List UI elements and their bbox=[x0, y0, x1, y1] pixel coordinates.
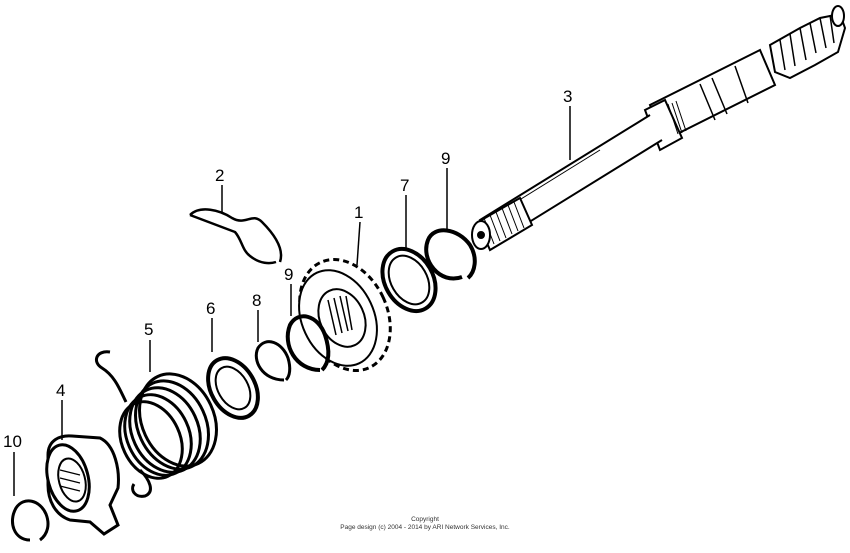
callout-label: 1 bbox=[354, 203, 363, 222]
thrust-washer-7 bbox=[380, 247, 438, 313]
circlip-10 bbox=[11, 499, 50, 542]
callout-label: 6 bbox=[206, 299, 215, 318]
copyright-line2: Page design (c) 2004 - 2014 by ARI Netwo… bbox=[340, 524, 510, 531]
circlip-right bbox=[424, 228, 477, 281]
kick-spring bbox=[94, 350, 218, 498]
snap-ring bbox=[254, 340, 292, 382]
clip-spring bbox=[189, 208, 283, 265]
callout-label: 9 bbox=[284, 265, 293, 284]
leader-lines bbox=[13, 106, 571, 496]
callout-label: 2 bbox=[215, 166, 224, 185]
callout-label: 8 bbox=[252, 291, 261, 310]
copyright-line1: Copyright bbox=[411, 516, 439, 523]
circlip-left bbox=[285, 314, 331, 372]
gear bbox=[298, 258, 392, 372]
washer-6 bbox=[206, 356, 260, 420]
callout-labels: 1 2 3 4 5 6 7 8 9 9 10 bbox=[3, 87, 572, 451]
callout-label: 10 bbox=[3, 432, 22, 451]
callout-label: 5 bbox=[144, 320, 153, 339]
callout-label: 4 bbox=[56, 381, 65, 400]
callout-label: 7 bbox=[400, 176, 409, 195]
callout-label: 9 bbox=[441, 149, 450, 168]
main-shaft bbox=[471, 5, 847, 252]
callout-label: 3 bbox=[563, 87, 572, 106]
ratchet bbox=[45, 434, 120, 536]
